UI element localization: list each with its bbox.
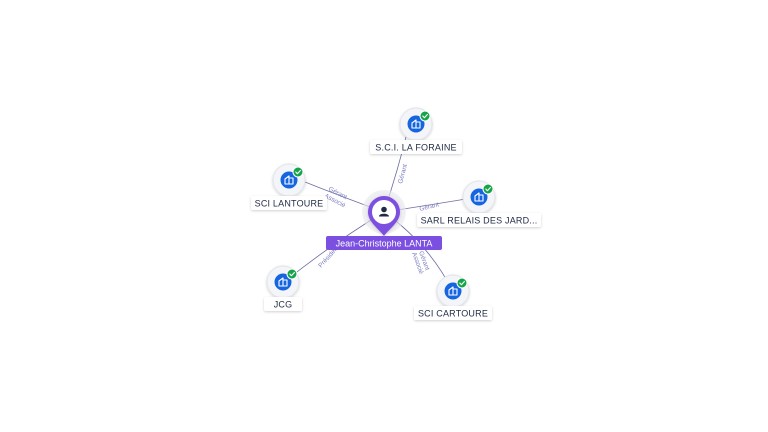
person-icon [379,206,389,217]
check-circle-icon [292,166,304,178]
building-icon [470,188,488,206]
company-name: S.C.I. LA FORAINE [375,143,456,153]
company-node-lantoure[interactable]: SCI LANTOURE [251,163,327,210]
company-node-cartoure[interactable]: SCI CARTOURE [414,274,492,320]
building-icon [280,171,298,189]
check-circle-icon [482,183,494,195]
company-name: SCI LANTOURE [255,199,324,209]
company-label-box [414,306,492,320]
building-icon [274,273,292,291]
company-node-jcg[interactable]: JCG [264,265,302,311]
edge-label: Gérant [419,201,440,213]
check-circle-icon [456,277,468,289]
company-label-box [417,213,541,227]
company-label-box [370,140,462,154]
center-person-node[interactable]: Jean-Christophe LANTA [326,190,442,250]
company-name: JCG [274,300,293,310]
company-node-relais[interactable]: SARL RELAIS DES JARD... [417,180,541,227]
check-circle-icon [286,268,298,280]
center-person-name: Jean-Christophe LANTA [336,239,433,249]
company-label-box [264,297,302,311]
company-label-box [251,196,327,210]
edge-label: Gérant [397,163,409,184]
company-name: SCI CARTOURE [418,309,488,319]
check-circle-icon [419,110,431,122]
company-node-foraine[interactable]: S.C.I. LA FORAINE [370,107,462,154]
building-icon [407,115,425,133]
building-icon [444,282,462,300]
company-name: SARL RELAIS DES JARD... [421,216,538,226]
center-label-box [326,236,442,250]
